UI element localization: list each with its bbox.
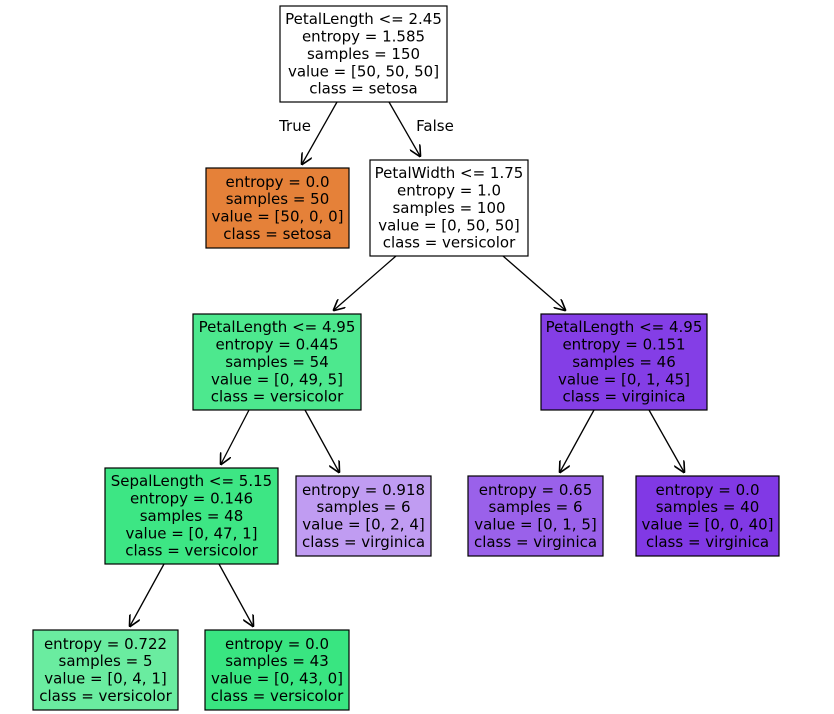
node-box bbox=[295, 475, 432, 557]
node-line: class = virginica bbox=[474, 533, 597, 551]
node-line: samples = 46 bbox=[572, 353, 676, 371]
node-line: class = virginica bbox=[562, 388, 685, 406]
node-line: samples = 6 bbox=[317, 498, 411, 516]
node-line: class = setosa bbox=[309, 80, 417, 98]
node-line: entropy = 0.146 bbox=[130, 489, 253, 507]
node-line: value = [0, 1, 45] bbox=[558, 370, 690, 388]
node-line: entropy = 0.722 bbox=[44, 635, 167, 653]
edge-n2-n4 bbox=[502, 255, 565, 310]
edge-n4-n7 bbox=[560, 409, 595, 472]
edge-n5-n10 bbox=[218, 563, 253, 626]
edge-n3-n6 bbox=[304, 409, 339, 472]
node-line: samples = 6 bbox=[489, 498, 583, 516]
node-line: PetalLength <= 2.45 bbox=[285, 10, 442, 28]
edge-n0-n2 bbox=[388, 101, 420, 156]
node-box bbox=[192, 313, 362, 411]
edge-label-n0-n2: False bbox=[416, 117, 454, 135]
node-line: PetalLength <= 4.95 bbox=[546, 318, 703, 336]
node-line: class = virginica bbox=[646, 533, 769, 551]
node-line: value = [0, 1, 5] bbox=[474, 516, 596, 534]
node-line: value = [50, 50, 50] bbox=[288, 62, 439, 80]
node-line: samples = 150 bbox=[307, 45, 420, 63]
node-line: samples = 40 bbox=[656, 498, 760, 516]
node-line: entropy = 0.0 bbox=[226, 173, 330, 191]
node-box bbox=[369, 159, 529, 257]
node-box bbox=[540, 313, 708, 411]
node-line: value = [0, 4, 1] bbox=[44, 670, 166, 688]
edge-n0-n1 bbox=[302, 101, 338, 164]
edge-label-n0-n1: True bbox=[278, 117, 311, 135]
node-box bbox=[467, 475, 604, 557]
edge-n4-n8 bbox=[648, 409, 684, 472]
node-line: samples = 5 bbox=[59, 652, 153, 670]
node-box bbox=[32, 629, 179, 711]
node-line: entropy = 0.445 bbox=[215, 335, 338, 353]
node-line: PetalLength <= 4.95 bbox=[199, 318, 356, 336]
node-line: class = versicolor bbox=[39, 687, 172, 705]
node-box bbox=[205, 167, 350, 249]
node-line: samples = 48 bbox=[140, 507, 244, 525]
node-line: value = [0, 49, 5] bbox=[211, 370, 343, 388]
node-box bbox=[204, 629, 350, 711]
node-line: class = versicolor bbox=[211, 388, 344, 406]
node-line: samples = 43 bbox=[225, 652, 329, 670]
node-line: class = versicolor bbox=[125, 542, 258, 560]
node-box bbox=[635, 475, 780, 557]
node-line: entropy = 1.0 bbox=[397, 181, 501, 199]
node-line: PetalWidth <= 1.75 bbox=[375, 164, 524, 182]
node-line: class = virginica bbox=[302, 533, 425, 551]
node-line: samples = 50 bbox=[226, 190, 330, 208]
node-line: entropy = 0.0 bbox=[656, 481, 760, 499]
node-line: value = [0, 2, 4] bbox=[302, 516, 424, 534]
node-line: SepalLength <= 5.15 bbox=[111, 472, 272, 490]
node-line: entropy = 0.918 bbox=[302, 481, 425, 499]
node-line: samples = 100 bbox=[392, 199, 505, 217]
node-line: entropy = 0.65 bbox=[479, 481, 593, 499]
node-line: value = [0, 43, 0] bbox=[211, 670, 343, 688]
edge-n2-n3 bbox=[334, 255, 397, 310]
node-line: entropy = 0.0 bbox=[225, 635, 329, 653]
node-line: value = [0, 0, 40] bbox=[641, 516, 773, 534]
node-line: entropy = 1.585 bbox=[302, 27, 425, 45]
node-line: entropy = 0.151 bbox=[562, 335, 685, 353]
node-line: value = [50, 0, 0] bbox=[211, 208, 343, 226]
node-line: class = setosa bbox=[223, 225, 331, 243]
node-box bbox=[104, 467, 279, 565]
node-line: value = [0, 47, 1] bbox=[125, 524, 257, 542]
edge-n3-n5 bbox=[221, 409, 250, 464]
node-line: samples = 54 bbox=[225, 353, 329, 371]
node-line: class = versicolor bbox=[211, 687, 344, 705]
node-box bbox=[279, 5, 448, 103]
node-line: class = versicolor bbox=[383, 234, 516, 252]
node-line: value = [0, 50, 50] bbox=[378, 216, 520, 234]
edge-n5-n9 bbox=[130, 563, 165, 626]
